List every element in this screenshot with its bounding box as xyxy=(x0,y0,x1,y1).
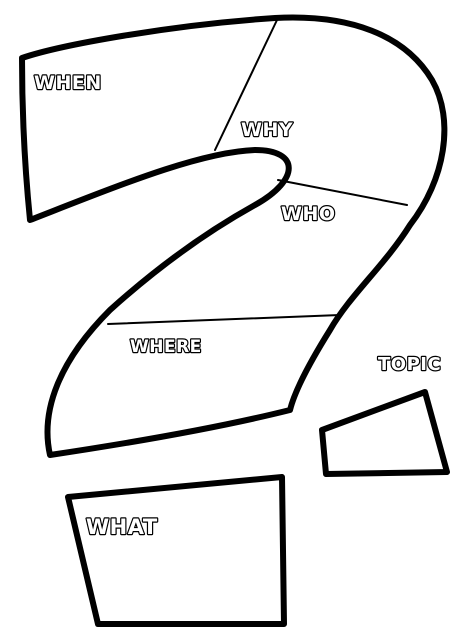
topic-box xyxy=(322,392,447,474)
label-topic: TOPIC xyxy=(378,354,441,375)
label-who: WHO xyxy=(281,203,336,225)
label-what: WHAT xyxy=(86,515,158,539)
label-where: WHERE xyxy=(130,337,202,357)
label-why: WHY xyxy=(241,119,293,141)
what-box xyxy=(68,477,284,624)
label-when: WHEN xyxy=(34,72,102,94)
